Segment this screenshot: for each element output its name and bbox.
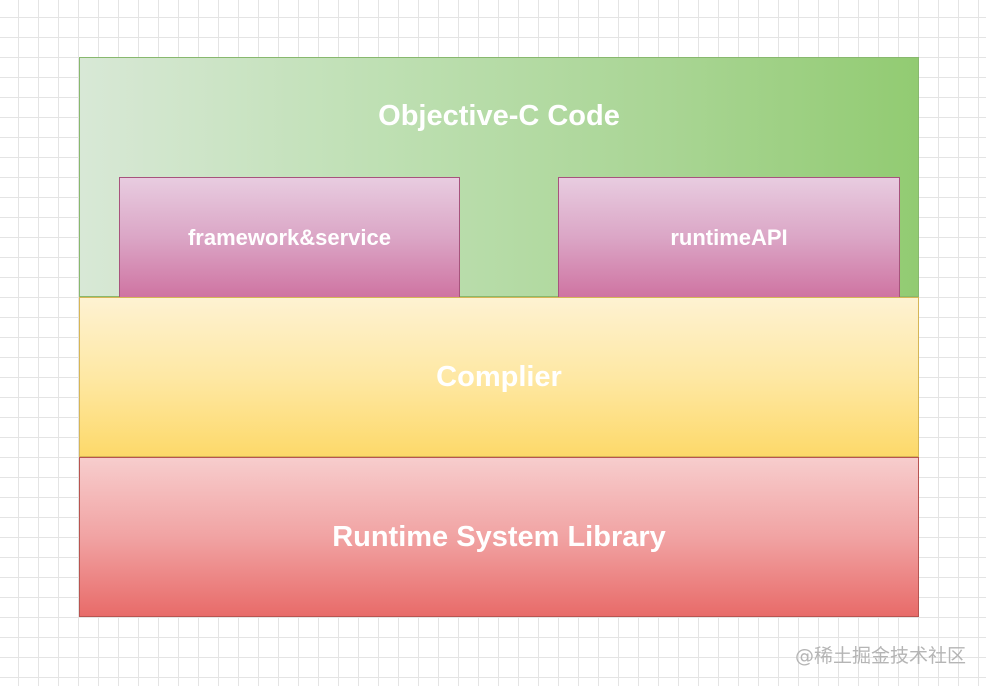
runtime-api-label: runtimeAPI [670,224,788,250]
runtime-system-library-label: Runtime System Library [332,520,666,553]
watermark-text: @稀土掘金技术社区 [794,645,966,667]
runtime-system-library-layer: Runtime System Library [79,457,919,617]
framework-service-label: framework&service [187,224,391,250]
framework-service-box: framework&service [119,177,460,297]
compiler-label: Complier [436,360,562,393]
compiler-layer: Complier [79,297,919,457]
runtime-api-box: runtimeAPI [558,177,900,297]
objective-c-code-label: Objective-C Code [378,100,620,132]
